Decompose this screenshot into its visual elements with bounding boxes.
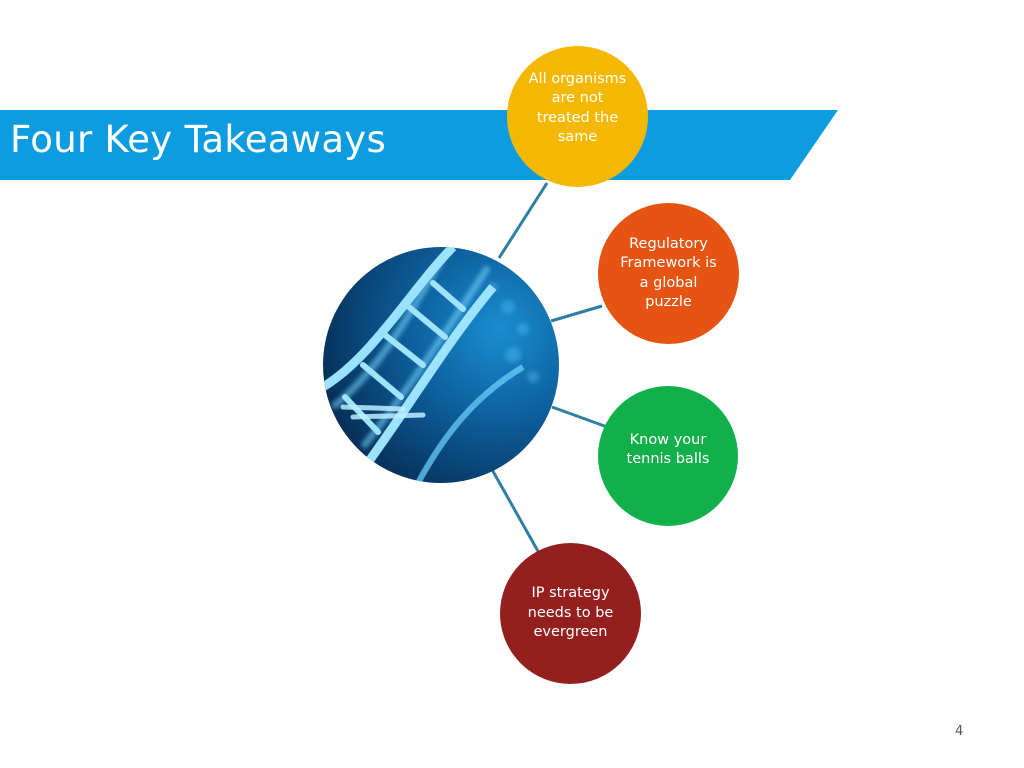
connector-line-3 xyxy=(551,405,611,430)
connector-line-4 xyxy=(488,465,541,554)
page-number: 4 xyxy=(955,724,964,739)
slide-title: Four Key Takeaways xyxy=(10,118,387,161)
takeaway-text-4: IP strategy needs to be evergreen xyxy=(527,585,614,641)
dna-image xyxy=(323,247,559,483)
takeaway-bubble-2: Regulatory Framework is a global puzzle xyxy=(598,203,739,344)
takeaway-text-1: All organisms are not treated the same xyxy=(528,70,627,146)
takeaway-text-3: Know your tennis balls xyxy=(626,431,710,468)
takeaway-bubble-1: All organisms are not treated the same xyxy=(507,46,648,187)
takeaway-bubble-3: Know your tennis balls xyxy=(598,386,738,526)
connector-line-2 xyxy=(550,304,603,323)
connector-line-1 xyxy=(497,182,549,259)
takeaway-text-2: Regulatory Framework is a global puzzle xyxy=(620,235,717,311)
takeaway-bubble-4: IP strategy needs to be evergreen xyxy=(500,543,641,684)
